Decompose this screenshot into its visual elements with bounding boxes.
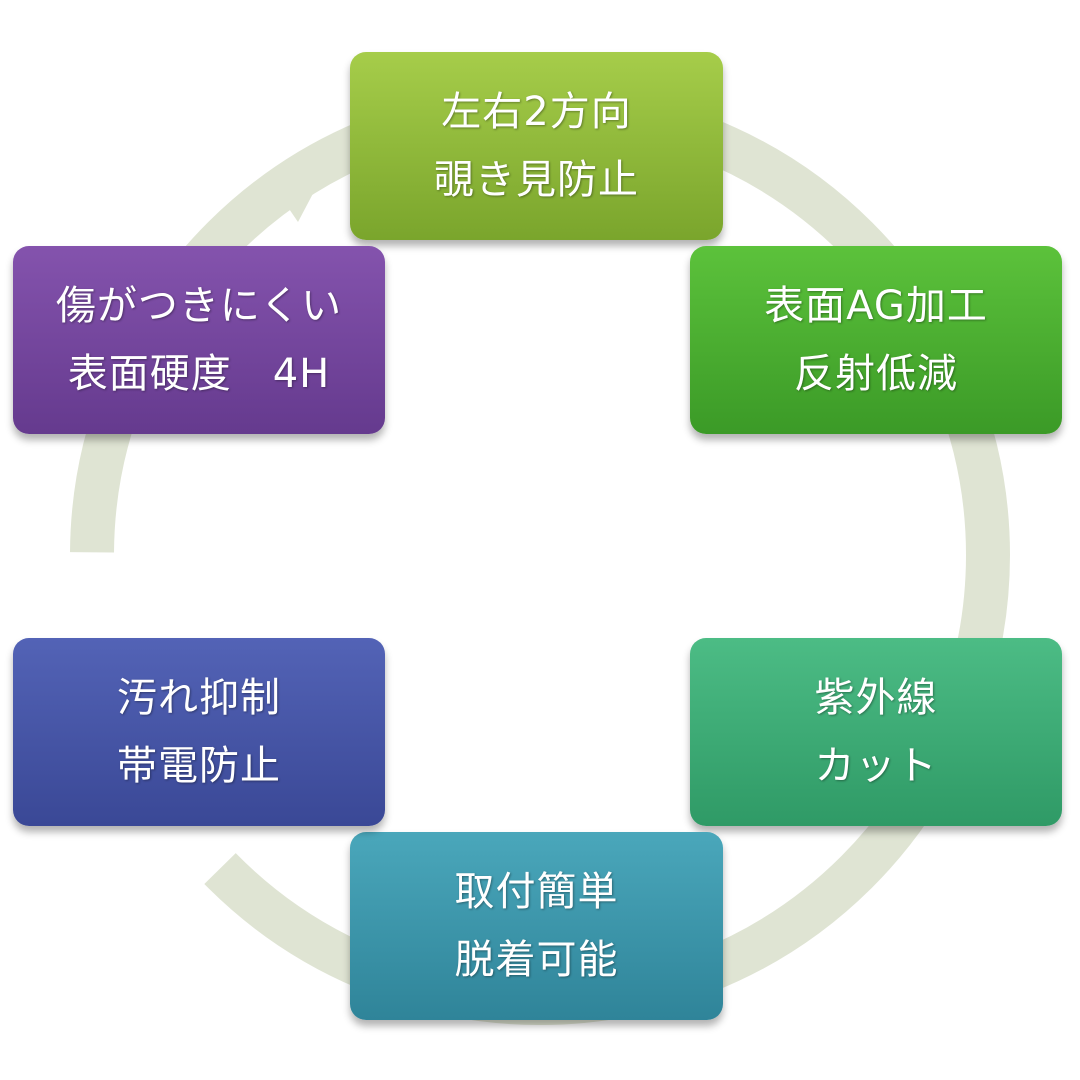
node-line: 傷がつきにくい [55,283,343,329]
node-line: 覗き見防止 [434,157,639,203]
cycle-arrow-head [268,148,337,222]
node-line: 表面AG加工 [764,283,988,329]
node-line: 帯電防止 [117,743,281,789]
node-view-protection: 左右2方向 覗き見防止 [350,52,723,240]
node-uv-cut: 紫外線 カット [690,638,1062,826]
node-line: 脱着可能 [454,937,619,983]
node-line: 表面硬度 4H [67,351,331,397]
node-easy-install: 取付簡単 脱着可能 [350,832,723,1020]
node-ag-coating: 表面AG加工 反射低減 [690,246,1062,434]
node-antistatic: 汚れ抑制 帯電防止 [13,638,385,826]
node-line: 反射低減 [794,351,958,397]
node-line: 取付簡単 [454,869,619,915]
node-line: 左右2方向 [441,89,632,135]
node-line: カット [814,743,938,789]
node-line: 紫外線 [814,675,938,721]
node-line: 汚れ抑制 [117,675,281,721]
node-scratch-resistant: 傷がつきにくい 表面硬度 4H [13,246,385,434]
